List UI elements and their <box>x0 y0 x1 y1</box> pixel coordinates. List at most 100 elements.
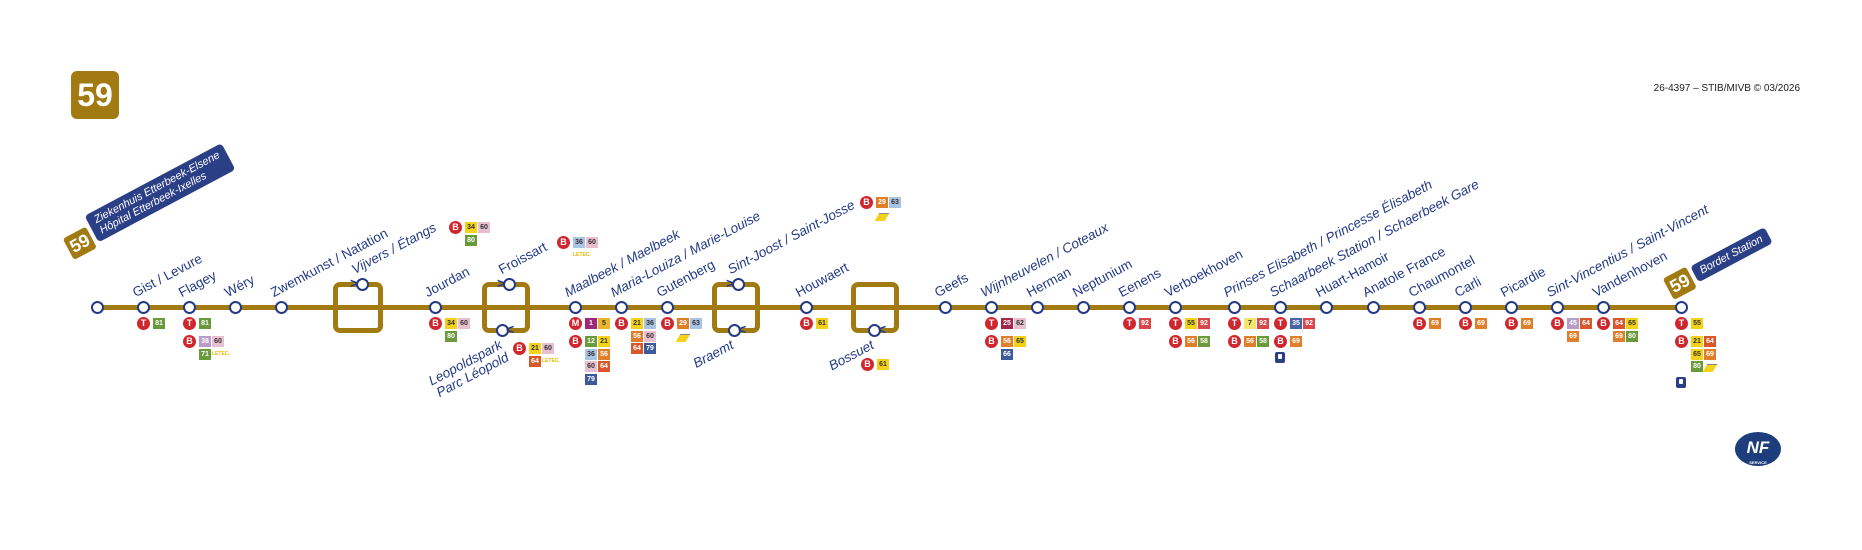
line-badge[interactable]: 38 <box>199 336 211 347</box>
line-badge[interactable]: 63 <box>889 197 901 208</box>
line-badge[interactable]: 66 <box>1001 348 1013 360</box>
line-badge[interactable]: 21 <box>529 343 541 354</box>
stop-marker[interactable] <box>1228 301 1241 314</box>
stop-marker[interactable] <box>985 301 998 314</box>
line-badge[interactable]: 80 <box>465 234 477 246</box>
line-badge[interactable]: 60 <box>585 361 597 373</box>
line-badge[interactable]: 56 <box>1244 336 1256 347</box>
line-badge[interactable]: 69 <box>1567 330 1579 342</box>
line-badge[interactable]: 69 <box>1613 330 1625 342</box>
line-badge[interactable]: 64 <box>529 355 541 367</box>
line-badge[interactable]: 60 <box>586 237 598 248</box>
line-badge[interactable]: 69 <box>1704 348 1716 360</box>
line-badge[interactable]: 81 <box>153 318 165 329</box>
stop-marker[interactable] <box>496 324 509 337</box>
line-badge[interactable]: 64 <box>631 343 643 355</box>
line-badge[interactable]: 69 <box>1290 336 1302 347</box>
line-badge[interactable]: 80 <box>1691 361 1703 373</box>
line-badge[interactable]: 1 <box>585 318 597 329</box>
line-badge[interactable]: 55 <box>1185 318 1197 329</box>
stop-marker[interactable] <box>183 301 196 314</box>
line-badge[interactable]: 21 <box>1691 336 1703 347</box>
stop-marker[interactable] <box>1459 301 1472 314</box>
stop-marker[interactable] <box>1123 301 1136 314</box>
line-badge[interactable]: 58 <box>1198 336 1210 347</box>
line-badge[interactable]: 34 <box>445 318 457 329</box>
stop-marker[interactable] <box>1597 301 1610 314</box>
stop-marker[interactable] <box>275 301 288 314</box>
stop-marker[interactable] <box>429 301 442 314</box>
line-badge[interactable]: 55 <box>1691 318 1703 329</box>
line-badge[interactable]: 21 <box>631 318 643 329</box>
line-badge[interactable]: 61 <box>816 318 828 329</box>
line-badge[interactable]: 65 <box>1691 348 1703 360</box>
line-badge[interactable]: 65 <box>1014 336 1026 347</box>
line-badge[interactable]: 92 <box>1198 318 1210 329</box>
line-badge[interactable]: 92 <box>1257 318 1269 329</box>
line-badge[interactable]: 36 <box>573 237 585 248</box>
line-badge[interactable]: 69 <box>1475 318 1487 329</box>
stop-marker[interactable] <box>503 278 516 291</box>
line-badge[interactable]: 60 <box>644 330 656 342</box>
line-badge[interactable]: 64 <box>1580 318 1592 329</box>
line-badge[interactable]: 25 <box>1001 318 1013 329</box>
stop-label[interactable]: Carli <box>1451 273 1484 300</box>
line-badge[interactable]: 63 <box>690 318 702 329</box>
line-badge[interactable]: 56 <box>598 348 610 360</box>
line-badge[interactable]: 45 <box>1567 318 1579 329</box>
stop-marker[interactable] <box>356 278 369 291</box>
stop-marker[interactable] <box>661 301 674 314</box>
line-badge[interactable]: 35 <box>1290 318 1302 329</box>
line-badge[interactable]: 71 <box>199 348 211 360</box>
line-badge[interactable]: 60 <box>458 318 470 329</box>
stop-label[interactable]: Jourdan <box>421 263 473 300</box>
stop-label[interactable]: Geefs <box>931 269 971 300</box>
line-badge[interactable]: 69 <box>1429 318 1441 329</box>
stop-marker[interactable] <box>728 324 741 337</box>
line-badge[interactable]: 81 <box>199 318 211 329</box>
stop-label[interactable]: Picardie <box>1497 263 1549 300</box>
stop-marker[interactable] <box>1413 301 1426 314</box>
line-badge[interactable]: 60 <box>212 336 224 347</box>
line-badge[interactable]: 65 <box>1626 318 1638 329</box>
stop-marker[interactable] <box>1077 301 1090 314</box>
stop-marker[interactable] <box>1169 301 1182 314</box>
stop-marker[interactable] <box>1320 301 1333 314</box>
line-badge[interactable]: 29 <box>876 197 888 208</box>
line-badge[interactable]: 12 <box>585 336 597 347</box>
stop-marker[interactable] <box>1274 301 1287 314</box>
line-badge[interactable]: 64 <box>598 361 610 373</box>
stop-marker[interactable] <box>91 301 104 314</box>
line-badge[interactable]: 60 <box>478 222 490 233</box>
line-badge[interactable]: 5 <box>598 318 610 329</box>
stop-marker[interactable] <box>1551 301 1564 314</box>
line-badge[interactable]: 60 <box>542 343 554 354</box>
line-badge[interactable]: 79 <box>644 343 656 355</box>
line-badge[interactable]: 69 <box>1521 318 1533 329</box>
stop-marker[interactable] <box>1031 301 1044 314</box>
stop-marker[interactable] <box>939 301 952 314</box>
stop-marker[interactable] <box>569 301 582 314</box>
stop-label[interactable]: Froissart <box>495 239 550 277</box>
line-badge[interactable]: 7 <box>1244 318 1256 329</box>
line-badge[interactable]: 79 <box>585 374 597 386</box>
line-badge[interactable]: 36 <box>585 348 597 360</box>
line-badge[interactable]: 80 <box>1626 330 1638 342</box>
line-badge[interactable]: 61 <box>877 359 889 370</box>
line-badge[interactable]: 64 <box>1613 318 1625 329</box>
stop-label[interactable]: Braemt <box>691 337 736 371</box>
stop-marker[interactable] <box>137 301 150 314</box>
line-badge[interactable]: 64 <box>1704 336 1716 347</box>
stop-marker[interactable] <box>1505 301 1518 314</box>
line-badge[interactable]: 34 <box>465 222 477 233</box>
stop-marker[interactable] <box>868 324 881 337</box>
line-badge[interactable]: 56 <box>631 330 643 342</box>
stop-marker[interactable] <box>1675 301 1688 314</box>
stop-label[interactable]: Houwaert <box>792 259 852 300</box>
line-badge[interactable]: 29 <box>677 318 689 329</box>
line-badge[interactable]: 36 <box>644 318 656 329</box>
line-badge[interactable]: 92 <box>1139 318 1151 329</box>
line-badge[interactable]: 92 <box>1303 318 1315 329</box>
stop-marker[interactable] <box>732 278 745 291</box>
